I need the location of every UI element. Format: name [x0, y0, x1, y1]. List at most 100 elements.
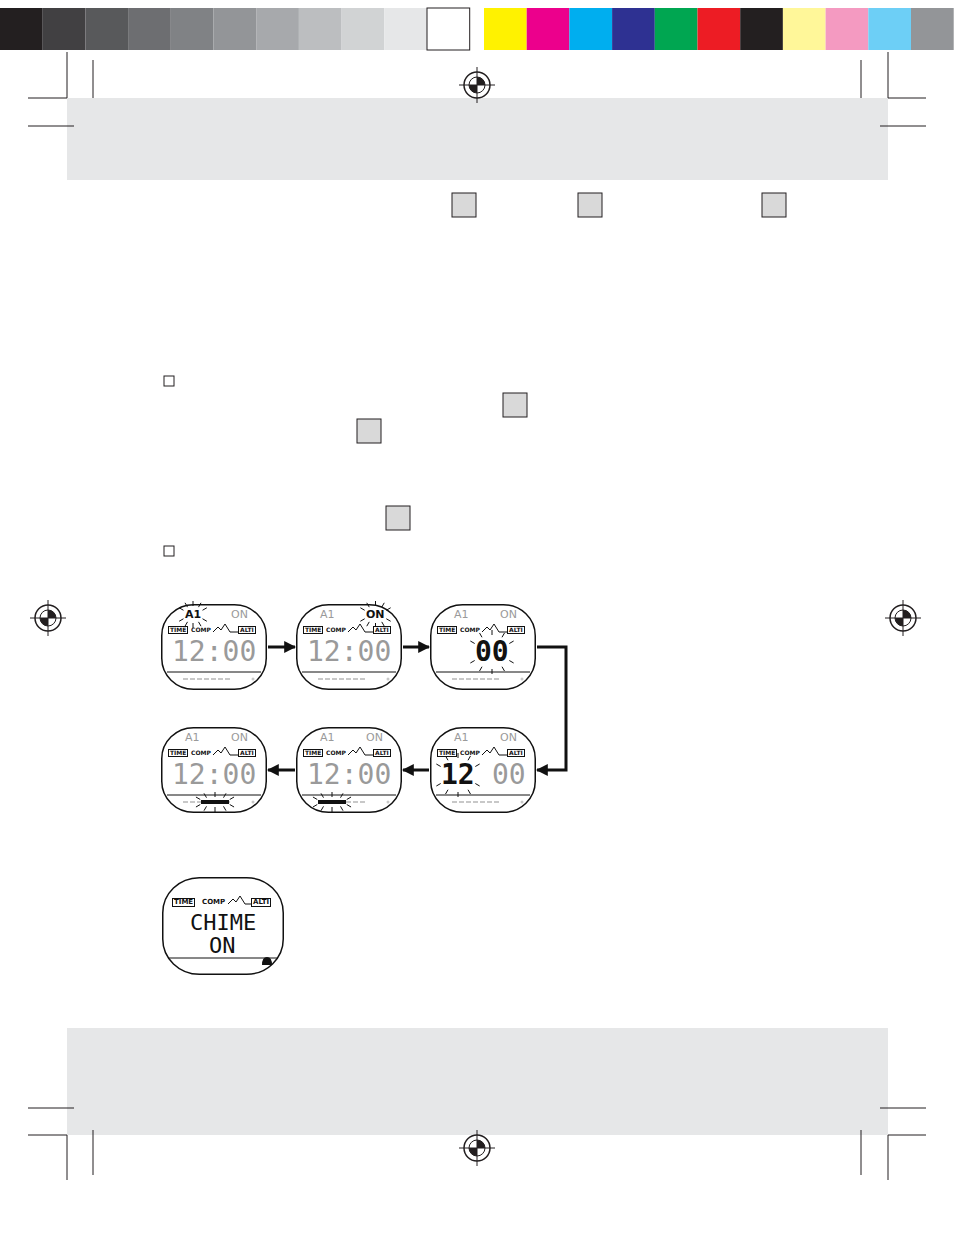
display-divider [167, 795, 261, 796]
flash-ray [215, 807, 216, 812]
flash-ray [360, 619, 364, 622]
flash-ray [230, 805, 234, 808]
grey-patch [256, 8, 299, 50]
watch-display: A1ONTIMECOMPALTI12:00 [161, 604, 267, 690]
display-text: COMP [191, 627, 211, 633]
flash-ray [347, 797, 351, 800]
color-patch [911, 8, 954, 50]
color-patch [655, 8, 698, 50]
indicator-dot [252, 801, 255, 804]
watch-display: A1ONTIMECOMPALTI12:00 [161, 727, 267, 813]
color-patch [868, 8, 911, 50]
chime-display: TIMECOMPALTICHIMEON [162, 877, 284, 975]
weekday-dot [360, 678, 365, 680]
weekday-dot [452, 801, 457, 803]
color-patch [527, 8, 570, 50]
grey-patch [342, 8, 385, 50]
weekday-dot [459, 801, 464, 803]
color-patch [826, 8, 869, 50]
display-digits: 12:00 [307, 638, 391, 666]
weekday-dot [318, 678, 323, 680]
registration-mark [459, 1130, 495, 1166]
mode-label: TIME [437, 749, 457, 757]
mode-label: ALTI [251, 898, 271, 907]
flash-ray [321, 793, 324, 797]
display-digits: 00 [475, 638, 509, 666]
grey-patch [299, 8, 342, 50]
grey-patch [171, 8, 214, 50]
display-digits: ON [209, 935, 236, 957]
display-divider [436, 795, 530, 796]
flashing-segment [201, 800, 229, 804]
flash-ray [475, 784, 479, 787]
color-patch [569, 8, 612, 50]
flow-arrow [268, 769, 295, 772]
flash-ray [332, 807, 333, 812]
color-patch [612, 8, 655, 50]
display-text: A1 [454, 732, 469, 743]
grey-patch [427, 8, 470, 50]
display-text: ON [231, 732, 248, 743]
weekday-dot [494, 801, 499, 803]
flash-ray [468, 756, 471, 760]
flash-ray [509, 661, 513, 664]
display-digits: 12:00 [172, 761, 256, 789]
weekday-dot [346, 678, 351, 680]
weekday-dot [487, 801, 492, 803]
weekday-dot [325, 678, 330, 680]
weekday-dot [473, 678, 478, 680]
weekday-dot [459, 678, 464, 680]
altitude-icon [482, 747, 507, 755]
flash-ray [360, 608, 364, 611]
display-text: COMP [326, 750, 346, 756]
color-patch [783, 8, 826, 50]
watch-display: A1ONTIMECOMPALTI00 [430, 604, 536, 690]
grey-patch [214, 8, 257, 50]
registration-mark [459, 67, 495, 103]
flash-ray [204, 806, 207, 810]
flash-ray [313, 805, 317, 808]
display-divider [168, 958, 278, 959]
flash-ray [179, 619, 183, 622]
flash-ray [436, 764, 440, 767]
weekday-dot [466, 801, 471, 803]
flash-ray [480, 633, 483, 637]
flash-ray [375, 601, 376, 606]
weekday-dot [353, 801, 358, 803]
weekday-dot [211, 678, 216, 680]
altitude-icon [228, 896, 253, 904]
flash-ray [179, 608, 183, 611]
flash-ray [224, 806, 227, 810]
display-text: ON [231, 609, 248, 620]
display-divider [302, 672, 396, 673]
flash-ray [196, 797, 200, 800]
mode-label: ALTI [507, 626, 525, 634]
button-icons [357, 193, 786, 530]
flash-ray [224, 793, 227, 797]
flash-ray [382, 603, 385, 607]
mode-label: ALTI [238, 626, 256, 634]
flash-ray [199, 603, 202, 607]
display-text: COMP [460, 750, 480, 756]
flow-arrow [537, 647, 566, 770]
weekday-dot [480, 801, 485, 803]
flow-arrow [403, 769, 429, 772]
footer-band [67, 1028, 888, 1135]
altitude-icon [348, 624, 373, 632]
flash-ray [502, 667, 505, 671]
display-digits: 12:00 [172, 638, 256, 666]
flash-ray [332, 792, 333, 797]
flow-arrow [268, 646, 295, 649]
indicator-dot [387, 801, 390, 804]
weekday-dot [494, 678, 499, 680]
weekday-dot [360, 801, 365, 803]
flash-ray [470, 641, 474, 644]
checkbox [164, 376, 174, 556]
display-text: A1 [320, 609, 335, 620]
mode-label: TIME [168, 626, 188, 634]
watch-display: A1ONTIMECOMPALTI12:00 [296, 604, 402, 690]
display-text: A1 [320, 732, 335, 743]
flash-ray [321, 806, 324, 810]
flash-ray [475, 764, 479, 767]
